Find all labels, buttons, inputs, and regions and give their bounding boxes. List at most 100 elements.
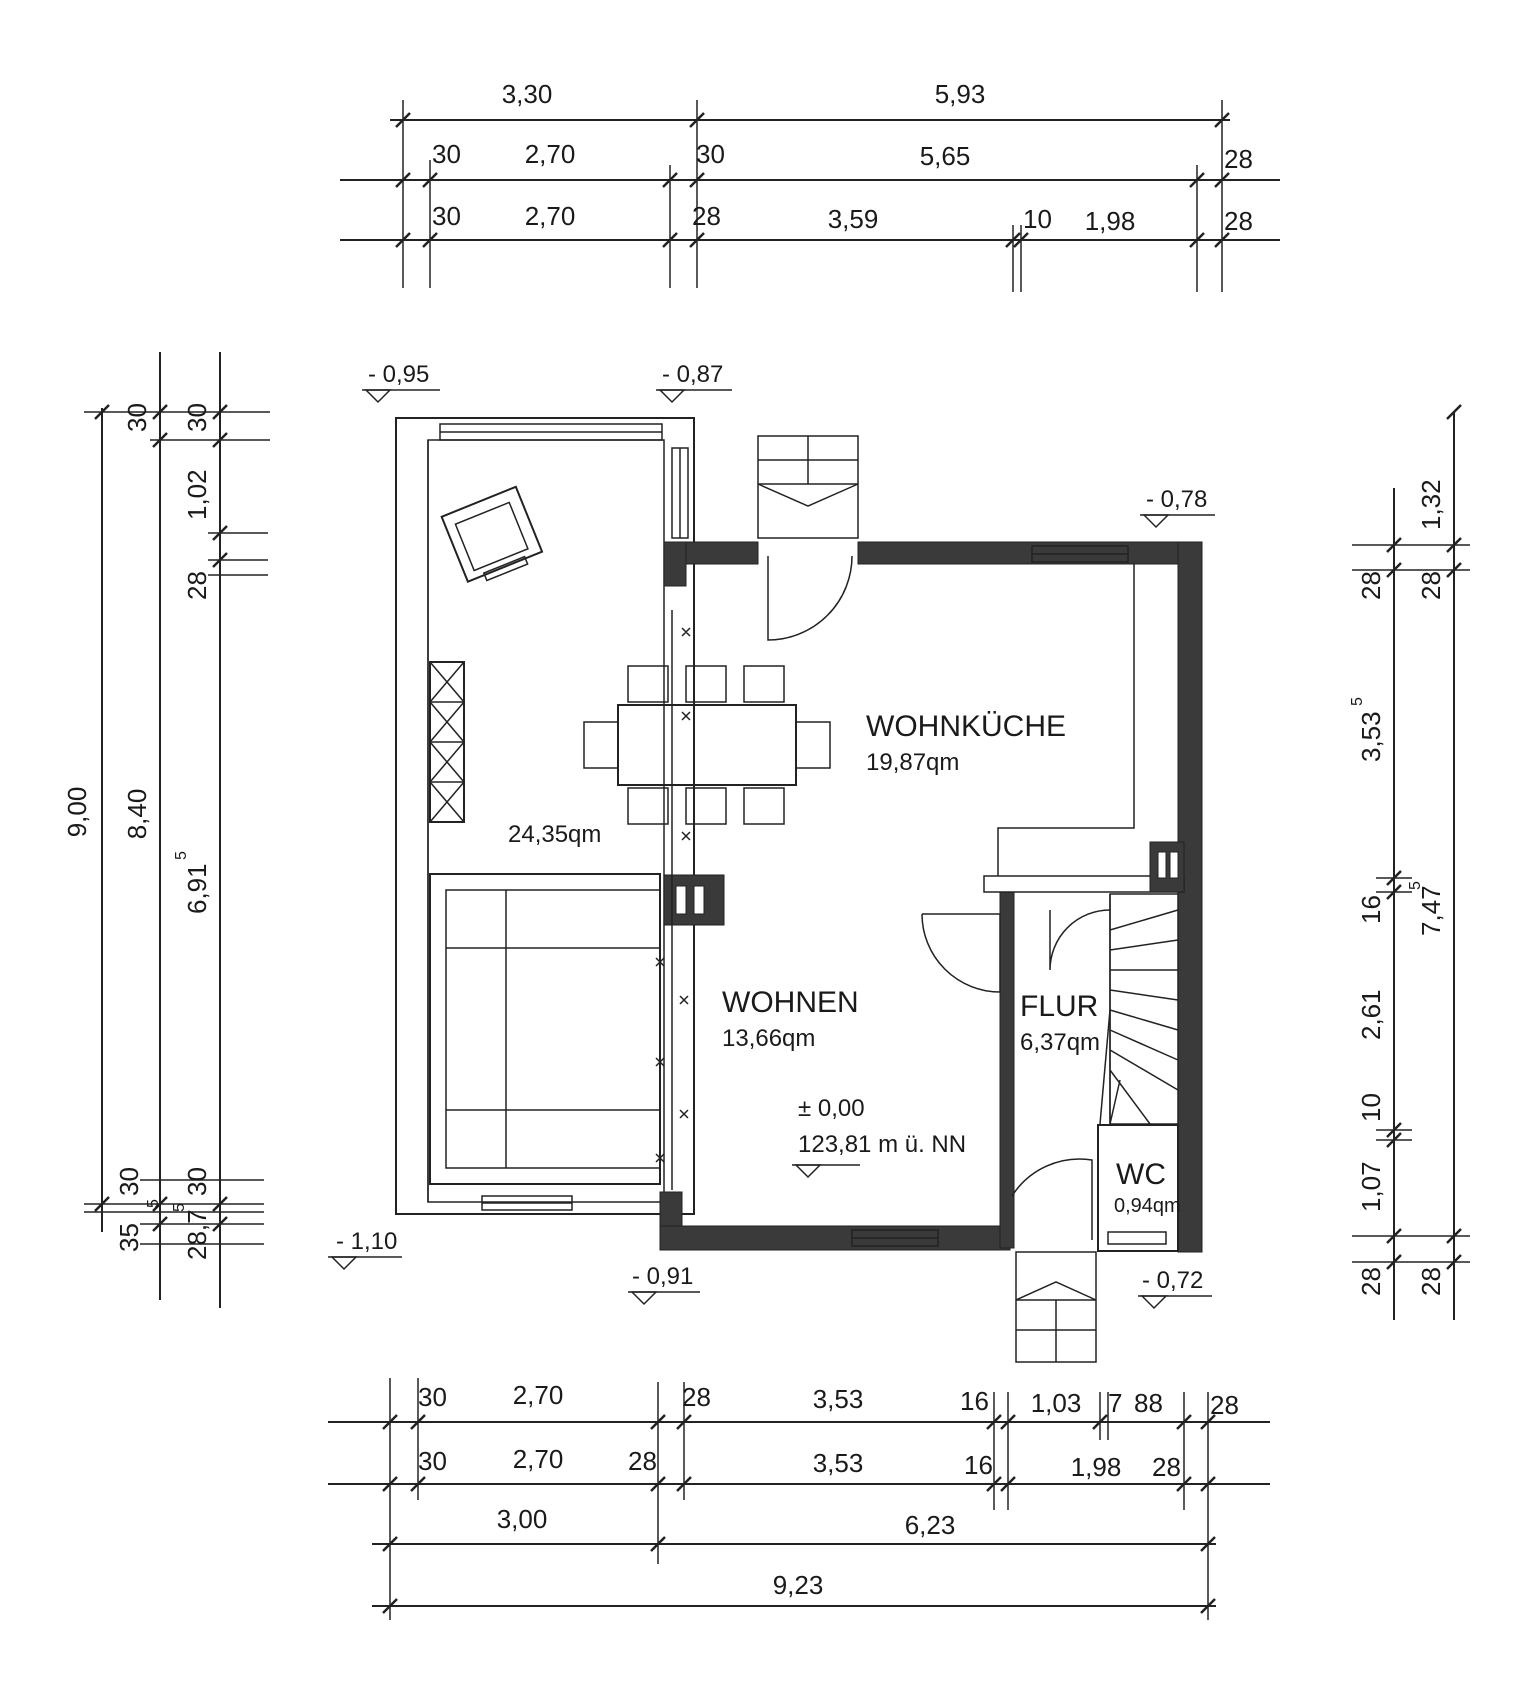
dim-right-inner-6: 1,07 xyxy=(1356,1161,1386,1212)
dim-bottom-r3-0: 3,00 xyxy=(497,1504,548,1534)
dim-right-inner-3: 16 xyxy=(1356,895,1386,924)
svg-text:- 0,95: - 0,95 xyxy=(368,361,429,388)
dim-left-inner-6: 28,7 xyxy=(182,1209,212,1260)
dim-top-r2-2: 30 xyxy=(696,139,725,169)
shelf-icon xyxy=(429,661,465,823)
dim-left-inner-7: 5 xyxy=(171,1203,188,1212)
dim-bottom-r2-6: 28 xyxy=(1152,1452,1181,1482)
dim-left-middle-2: 30 xyxy=(114,1167,144,1196)
bottom-dimension-chains: 30 2,70 28 3,53 16 1,03 7 88 28 30 2,70 … xyxy=(328,1378,1270,1620)
dim-left-inner-5: 30 xyxy=(182,1167,212,1196)
room-area-wohnen: 13,66qm xyxy=(722,1025,815,1052)
entrance-steps xyxy=(1015,1251,1097,1363)
room-area-wohnkueche: 19,87qm xyxy=(866,749,959,776)
dim-left-middle-0: 8,40 xyxy=(122,789,152,840)
dim-top-r2-4: 28 xyxy=(1224,144,1253,174)
svg-text:- 0,87: - 0,87 xyxy=(662,361,723,388)
reference-level-value: ± 0,00 xyxy=(798,1095,865,1122)
right-dimension-chains: 28 3,53 5 16 2,61 10 1,07 28 1,32 28 7,4… xyxy=(1349,404,1470,1320)
dim-right-outer-3: 5 xyxy=(1407,881,1424,890)
dim-top-r2-1: 2,70 xyxy=(525,139,576,169)
level-marker: - 0,87 xyxy=(656,361,732,404)
svg-text:- 0,91: - 0,91 xyxy=(632,1263,693,1290)
dim-top-r3-0: 30 xyxy=(432,201,461,231)
dim-top-r2-0: 30 xyxy=(432,139,461,169)
dim-top-r2-3: 5,65 xyxy=(920,141,971,171)
dim-bottom-r2-3: 3,53 xyxy=(813,1448,864,1478)
dim-right-inner-4: 2,61 xyxy=(1356,989,1386,1040)
dim-left-inner-1: 1,02 xyxy=(182,469,212,520)
dim-left-inner-2: 28 xyxy=(182,571,212,600)
room-name-wohnkueche: WOHNKÜCHE xyxy=(866,710,1066,743)
dim-bottom-r1-3: 3,53 xyxy=(813,1384,864,1414)
dim-top-r3-5: 1,98 xyxy=(1085,206,1136,236)
dim-bottom-r1-8: 28 xyxy=(1210,1390,1239,1420)
room-name-flur: FLUR xyxy=(1020,990,1098,1023)
dim-bottom-r2-1: 2,70 xyxy=(513,1444,564,1474)
dim-bottom-r2-5: 1,98 xyxy=(1071,1452,1122,1482)
left-dimension-chains: 9,00 8,40 30 30 35 5 30 1,02 28 6,91 5 3… xyxy=(62,352,270,1308)
dim-right-inner-5: 10 xyxy=(1356,1093,1386,1122)
dim-right-outer-0: 1,32 xyxy=(1416,479,1446,530)
main-walls xyxy=(655,541,1203,1253)
extension-structure xyxy=(395,417,695,1215)
dim-left-inner-3: 6,91 xyxy=(182,863,212,914)
level-marker: - 1,10 xyxy=(328,1228,402,1271)
room-area-flur: 6,37qm xyxy=(1020,1029,1100,1056)
dim-top-r3-2: 28 xyxy=(692,201,721,231)
level-markers: - 0,95 - 0,87 - 0,78 - 1,10 - 0,91 - 0,7… xyxy=(328,361,1215,1310)
level-marker: - 0,78 xyxy=(1140,486,1215,529)
room-labels: WOHNKÜCHE 19,87qm 24,35qm WOHNEN 13,66qm… xyxy=(508,710,1181,1217)
level-marker: - 0,72 xyxy=(1138,1267,1212,1310)
dining-table-icon xyxy=(583,665,831,825)
dim-bottom-r1-0: 30 xyxy=(418,1382,447,1412)
svg-text:- 0,78: - 0,78 xyxy=(1146,486,1207,513)
armchair-icon xyxy=(440,485,544,583)
level-marker: - 0,95 xyxy=(362,361,440,404)
dim-right-inner-2: 5 xyxy=(1349,697,1366,706)
room-area-extension: 24,35qm xyxy=(508,821,601,848)
dim-bottom-r1-7: 88 xyxy=(1134,1388,1163,1418)
dim-right-inner-1: 3,53 xyxy=(1356,711,1386,762)
room-name-wc: WC xyxy=(1116,1158,1166,1191)
dim-top-r3-4: 10 xyxy=(1023,204,1052,234)
door-swings xyxy=(921,909,1111,1240)
dim-bottom-r1-4: 16 xyxy=(960,1386,989,1416)
dim-left-middle-4: 5 xyxy=(145,1199,162,1208)
top-dimension-chains: 3,30 5,93 30 2,70 30 5,65 28 30 2,70 28 … xyxy=(340,79,1280,292)
dim-left-inner-4: 5 xyxy=(173,851,190,860)
sofa-icon xyxy=(429,873,661,1185)
dim-bottom-r1-6: 7 xyxy=(1108,1388,1122,1418)
dim-left-outer-0: 9,00 xyxy=(62,787,92,838)
reference-level-marker xyxy=(792,1164,860,1179)
dim-top-r3-3: 3,59 xyxy=(828,204,879,234)
dim-left-middle-1: 30 xyxy=(122,403,152,432)
dim-top-r1-1: 5,93 xyxy=(935,79,986,109)
dim-right-inner-0: 28 xyxy=(1356,571,1386,600)
dim-right-outer-1: 28 xyxy=(1416,571,1446,600)
dim-bottom-r3-1: 6,23 xyxy=(905,1510,956,1540)
dim-right-inner-7: 28 xyxy=(1356,1267,1386,1296)
dim-right-outer-2: 7,47 xyxy=(1416,885,1446,936)
dim-bottom-r2-2: 28 xyxy=(628,1446,657,1476)
dim-right-outer-4: 28 xyxy=(1416,1267,1446,1296)
dim-bottom-r2-4: 16 xyxy=(964,1450,993,1480)
room-area-wc: 0,94qm xyxy=(1114,1195,1181,1217)
terrace-steps-top xyxy=(757,435,859,641)
dim-bottom-r2-0: 30 xyxy=(418,1446,447,1476)
level-marker: - 0,91 xyxy=(628,1263,700,1306)
dim-bottom-r1-2: 28 xyxy=(682,1382,711,1412)
svg-text:- 1,10: - 1,10 xyxy=(336,1228,397,1255)
dim-top-r1-0: 3,30 xyxy=(502,79,553,109)
dim-top-r3-6: 28 xyxy=(1224,206,1253,236)
dim-bottom-r1-1: 2,70 xyxy=(513,1380,564,1410)
svg-text:- 0,72: - 0,72 xyxy=(1142,1267,1203,1294)
dim-bottom-r1-5: 1,03 xyxy=(1031,1388,1082,1418)
dim-top-r3-1: 2,70 xyxy=(525,201,576,231)
room-name-wohnen: WOHNEN xyxy=(722,986,859,1019)
dim-bottom-r4-0: 9,23 xyxy=(773,1570,824,1600)
dim-left-middle-3: 35 xyxy=(114,1223,144,1252)
dim-left-inner-0: 30 xyxy=(182,403,212,432)
reference-level-elevation: 123,81 m ü. NN xyxy=(798,1131,966,1158)
